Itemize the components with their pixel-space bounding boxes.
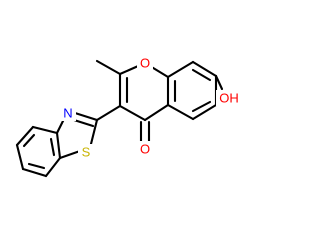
structure-canvas: O OH O N S [15, 55, 242, 178]
bond-c6b-c7b-inner [27, 162, 46, 170]
bond-c2-methyl [95, 59, 122, 76]
bond-c3a-c4b [31, 125, 59, 135]
bond-c6b-c7b [21, 167, 48, 178]
thiazole-nitrogen-label: N [63, 106, 72, 121]
bond-c8-c7-inner [191, 68, 212, 82]
thiazole-sulfur-label-bg [78, 144, 94, 160]
bond-c3a-c7a [55, 131, 62, 160]
bond-c2prime-s [89, 118, 99, 146]
bond-c5-c4a [166, 103, 195, 121]
hydroxyl-label: OH [219, 91, 239, 106]
bond-c3a-c7a-inner [49, 137, 56, 157]
bond-c2prime-n [73, 111, 99, 122]
bond-c8-c7 [191, 60, 218, 78]
bond-c7-oh [214, 74, 224, 91]
bond-layer [15, 59, 224, 178]
bond-c8a-c8 [166, 60, 195, 79]
bond-c4b-c5b-inner [22, 133, 36, 148]
bond-c4-c3 [118, 104, 147, 122]
bond-c6-c5 [191, 103, 218, 121]
ring-oxygen-label-bg [137, 55, 153, 71]
bond-n-c3a [55, 117, 66, 135]
ring-oxygen-label: O [140, 56, 150, 71]
bond-c2prime-n-second [72, 118, 95, 128]
bond-c4b-c5b [15, 125, 35, 147]
bond-c6-c5-inner [191, 100, 212, 113]
bond-s-c7a [58, 149, 82, 160]
thiazole-sulfur-label: S [82, 145, 91, 160]
hydroxyl-label-bg [216, 90, 242, 106]
bond-c3-c2prime [95, 104, 122, 122]
atom-label-layer: O OH O N S [60, 55, 242, 160]
carbonyl-oxygen-label-bg [137, 141, 153, 157]
bond-c4a-c4 [143, 103, 170, 122]
thiazole-nitrogen-label-bg [60, 105, 76, 121]
bond-c5b-c6b [15, 143, 25, 171]
chemical-structure-drawing: O OH O N S [15, 55, 242, 178]
bond-c7b-c7a [44, 156, 62, 178]
carbonyl-oxygen-label: O [140, 142, 150, 157]
